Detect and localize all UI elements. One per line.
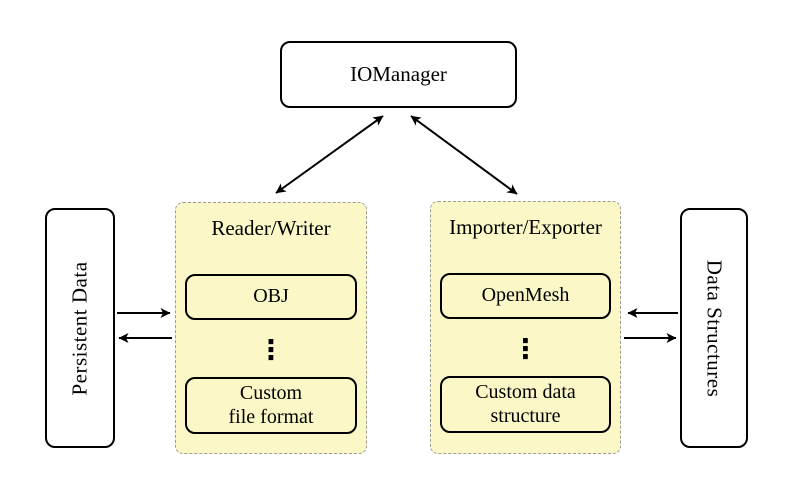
node-custom-data-structure-label: Custom data structure — [475, 380, 576, 427]
node-iomanager-label: IOManager — [350, 62, 447, 86]
node-custom-data-structure: Custom data structure — [440, 376, 611, 433]
panel-reader-writer-title: Reader/Writer — [211, 216, 331, 240]
node-iomanager: IOManager — [280, 41, 517, 108]
vertical-ellipsis-icon: ⋮ — [512, 334, 539, 365]
arrow-iomanager-readerwriter — [275, 115, 384, 194]
arrow-iomanager-importerexporter — [410, 115, 518, 195]
panel-reader-writer: Reader/Writer OBJ ⋮ Custom file format — [175, 202, 367, 454]
node-openmesh: OpenMesh — [440, 273, 611, 319]
node-obj: OBJ — [185, 274, 357, 320]
node-obj-label: OBJ — [253, 285, 289, 308]
node-openmesh-label: OpenMesh — [481, 284, 570, 307]
vertical-ellipsis-icon: ⋮ — [257, 335, 285, 366]
node-persistent-data: Persistent Data — [45, 208, 115, 448]
node-data-structures-label: Data Structures — [702, 259, 727, 397]
node-custom-file-format: Custom file format — [185, 377, 357, 434]
node-data-structures: Data Structures — [680, 208, 748, 448]
panel-importer-exporter-title: Importer/Exporter — [449, 215, 602, 239]
panel-importer-exporter: Importer/Exporter OpenMesh ⋮ Custom data… — [430, 201, 621, 454]
node-persistent-data-label: Persistent Data — [67, 260, 92, 396]
node-custom-file-format-label: Custom file format — [228, 381, 314, 428]
